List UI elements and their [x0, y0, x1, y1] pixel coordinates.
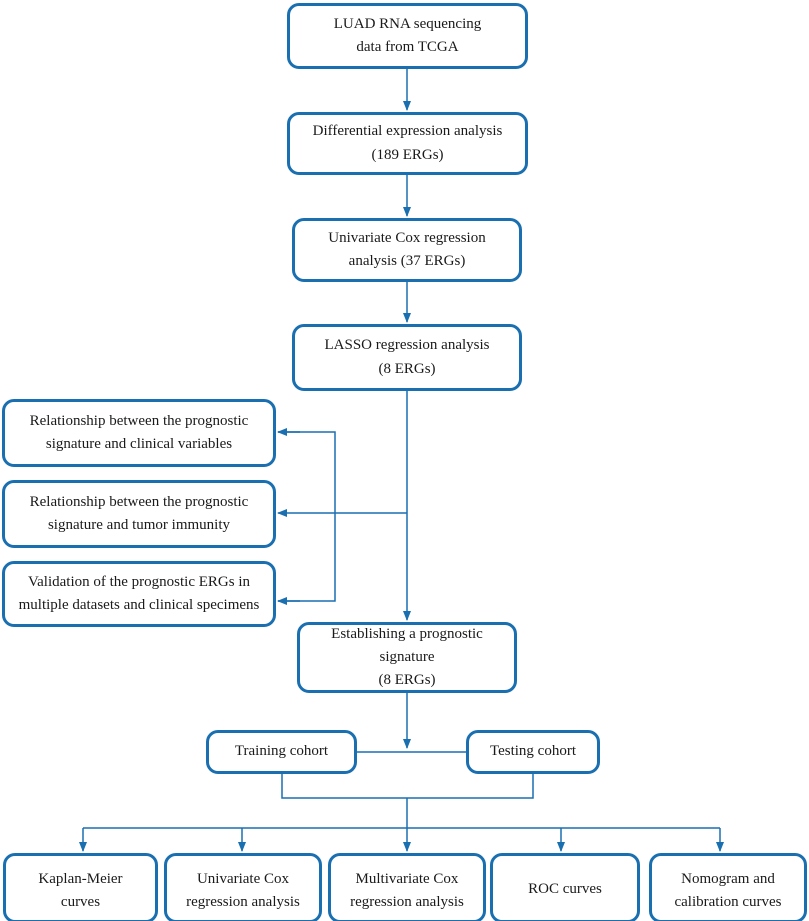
node-lasso-regression: LASSO regression analysis (8 ERGs)	[292, 324, 522, 391]
node-multivariate-cox-regression: Multivariate Cox regression analysis	[328, 853, 486, 921]
node-testing-label: Testing cohort	[489, 743, 576, 760]
node-unicox2-line-2: regression analysis	[186, 894, 300, 911]
node-km-line-1: Kaplan-Meier	[38, 871, 123, 887]
node-clinical-line-1: Relationship between the prognostic	[29, 412, 249, 429]
node-unicox-line-1: Univariate Cox regression	[328, 229, 486, 246]
node-tumor-immunity: Relationship between the prognostic signa…	[2, 480, 276, 548]
node-training-cohort: Training cohort	[206, 730, 357, 774]
node-multicox-line-2: regression analysis	[350, 894, 464, 911]
node-lasso-line-1: LASSO regression analysis	[324, 337, 490, 354]
node-diff-line-1: Differential expression analysis	[312, 123, 503, 140]
node-signature-line-2: (8 ERGs)	[378, 672, 436, 689]
node-prognostic-signature: Establishing a prognostic signature (8 ER…	[297, 622, 517, 693]
node-training-label: Training cohort	[234, 743, 329, 760]
node-lasso-line-2: (8 ERGs)	[378, 360, 436, 377]
node-validation-line-2: multiple datasets and clinical specimens	[18, 597, 260, 613]
node-unicox-line-2: analysis (37 ERGs)	[348, 253, 466, 269]
node-roc-curves: ROC curves	[490, 853, 640, 921]
node-nomogram-line-1: Nomogram and	[681, 871, 775, 887]
node-luad-data: LUAD RNA sequencing data from TCGA	[287, 3, 528, 69]
node-luad-line-1: LUAD RNA sequencing	[333, 15, 482, 32]
node-immunity-line-2: signature and tumor immunity	[47, 517, 231, 533]
node-validation: Validation of the prognostic ERGs in mult…	[2, 561, 276, 627]
node-clinical-variables: Relationship between the prognostic signa…	[2, 399, 276, 467]
node-km-line-2: curves	[60, 894, 101, 911]
node-nomogram-calibration: Nomogram and calibration curves	[649, 853, 807, 921]
node-univariate-cox-regression: Univariate Cox regression analysis	[164, 853, 322, 921]
node-diff-line-2: (189 ERGs)	[371, 146, 444, 163]
node-unicox2-line-1: Univariate Cox	[196, 871, 290, 887]
node-testing-cohort: Testing cohort	[466, 730, 600, 774]
node-roc-label: ROC curves	[528, 881, 602, 897]
node-differential-expression: Differential expression analysis (189 ERG…	[287, 112, 528, 175]
node-clinical-line-2: signature and clinical variables	[45, 436, 233, 452]
node-luad-line-2: data from TCGA	[356, 39, 459, 55]
node-signature-line-1: Establishing a prognostic signature	[331, 625, 483, 665]
node-nomogram-line-2: calibration curves	[674, 894, 782, 911]
node-kaplan-meier: Kaplan-Meier curves	[3, 853, 158, 921]
branch-bracket	[278, 431, 336, 602]
node-validation-line-1: Validation of the prognostic ERGs in	[27, 573, 251, 590]
node-univariate-cox: Univariate Cox regression analysis (37 ER…	[292, 218, 522, 282]
node-immunity-line-1: Relationship between the prognostic	[29, 493, 249, 510]
node-multicox-line-1: Multivariate Cox	[355, 871, 459, 887]
cohort-bracket	[281, 774, 534, 799]
